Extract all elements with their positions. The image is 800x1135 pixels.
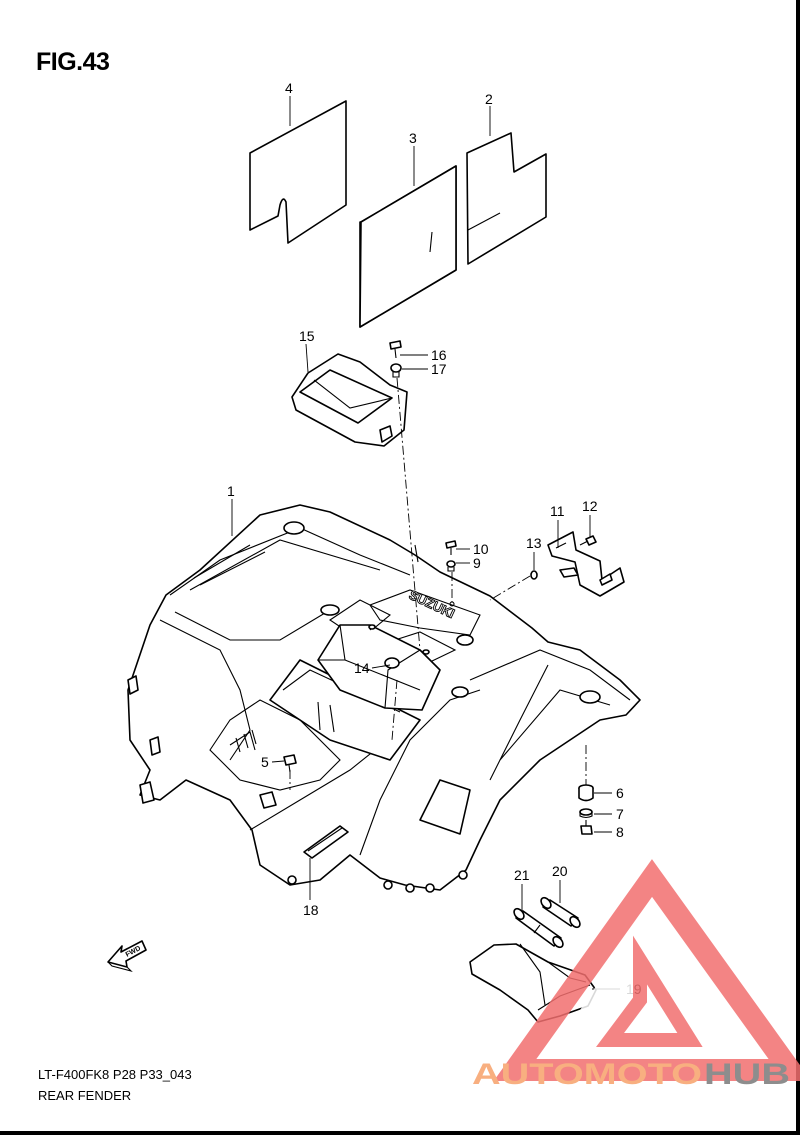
watermark-text-b: HUB — [704, 1058, 790, 1091]
callout-3: 3 — [409, 130, 417, 146]
watermark-text-a: AUTOMOTO — [472, 1058, 702, 1091]
callout-1: 1 — [227, 483, 235, 499]
bolt-part-12 — [579, 535, 597, 546]
watermark-triangle-logo — [493, 859, 800, 1081]
tube-part-20 — [540, 896, 581, 929]
callout-16: 16 — [431, 347, 447, 363]
grommet-part-17 — [390, 363, 402, 378]
callout-17: 17 — [431, 361, 447, 377]
callout-12: 12 — [582, 498, 598, 514]
callout-5: 5 — [261, 754, 269, 770]
callout-9: 9 — [473, 555, 481, 571]
decal-sheet-part-4 — [249, 100, 347, 244]
callout-15: 15 — [299, 328, 315, 344]
callout-2: 2 — [485, 91, 493, 107]
bracket-part-11 — [547, 531, 625, 597]
figure-code: LT-F400FK8 P28 P33_043 — [38, 1067, 192, 1082]
callout-14: 14 — [354, 660, 370, 676]
bolt-part-8 — [580, 820, 593, 835]
tube-part-21 — [513, 907, 564, 949]
callout-8: 8 — [616, 824, 624, 840]
storage-tray-part-15 — [291, 353, 408, 447]
grommet-part-9 — [446, 560, 456, 572]
callout-13: 13 — [526, 535, 542, 551]
screw-part-16 — [389, 340, 402, 359]
forward-arrow-icon: FWD — [107, 940, 147, 973]
callout-11: 11 — [550, 503, 565, 519]
callout-18: 18 — [303, 902, 319, 918]
figure-name: REAR FENDER — [38, 1088, 132, 1103]
leader-lines — [231, 96, 620, 990]
callout-labels: 1 2 3 4 5 6 7 8 9 10 11 12 13 14 15 16 1… — [227, 80, 642, 997]
callout-10: 10 — [473, 541, 489, 557]
washer-part-13 — [530, 570, 538, 580]
decal-sheet-part-3 — [359, 165, 457, 328]
callout-4: 4 — [285, 80, 293, 96]
collar-part-7 — [579, 808, 593, 819]
callout-6: 6 — [616, 785, 624, 801]
callout-20: 20 — [552, 863, 568, 879]
callout-21: 21 — [514, 867, 530, 883]
cushion-part-6 — [578, 784, 594, 802]
screw-part-10 — [445, 540, 457, 555]
decal-sheet-part-2 — [466, 132, 547, 265]
bolt-part-5 — [283, 754, 297, 773]
callout-7: 7 — [616, 806, 624, 822]
figure-title: FIG.43 — [36, 48, 110, 76]
automotohub-watermark: AUTOMOTO HUB — [472, 859, 800, 1091]
